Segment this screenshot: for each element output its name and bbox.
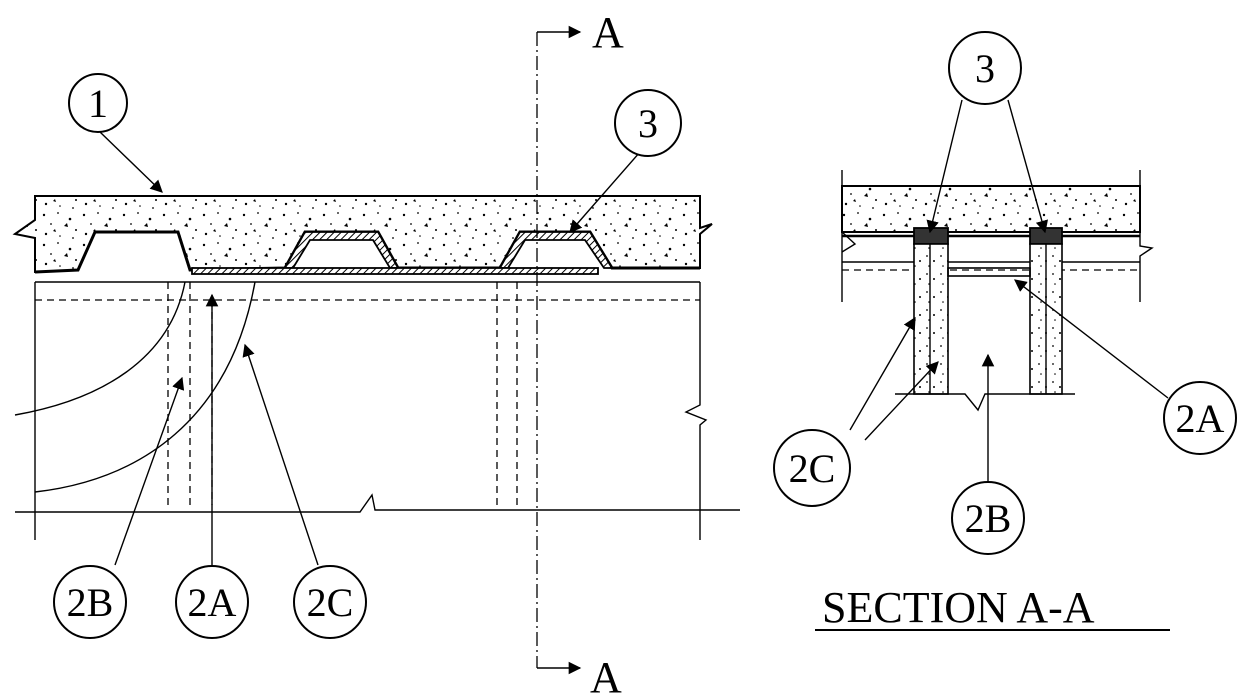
svg-text:2C: 2C <box>307 580 354 625</box>
top-track-section <box>947 267 1031 277</box>
elevation-view: A A 1 3 2B 2A 2C <box>12 8 740 700</box>
callout-3-left: 3 <box>614 89 682 157</box>
svg-text:3: 3 <box>638 101 658 146</box>
callout-2b-right: 2B <box>951 481 1025 555</box>
svg-text:1: 1 <box>88 81 108 126</box>
flute-filler-2 <box>283 231 400 269</box>
svg-text:2A: 2A <box>1176 396 1225 441</box>
callout-2c-left: 2C <box>293 565 367 639</box>
callout-2a-right: 2A <box>1163 381 1237 455</box>
callout-2a-left: 2A <box>175 565 249 639</box>
top-track <box>191 267 599 275</box>
wall-boundary-curve-2 <box>34 281 256 493</box>
section-title: SECTION A-A <box>822 583 1095 632</box>
section-view: 3 2C 2A 2B SECTION A-A <box>773 31 1237 632</box>
callout-1: 1 <box>68 73 128 133</box>
callout-2c-right: 2C <box>773 429 851 507</box>
callout-2b-left: 2B <box>53 565 127 639</box>
svg-text:2C: 2C <box>789 446 836 491</box>
svg-text:2A: 2A <box>188 580 237 625</box>
section-mark-bottom: A <box>590 653 622 700</box>
flute-seal-right <box>1029 227 1063 245</box>
section-concrete-slab <box>841 185 1141 233</box>
flute-filler-3 <box>498 231 614 269</box>
callout-3-right: 3 <box>948 31 1022 105</box>
section-mark-top: A <box>592 8 624 57</box>
gypsum-board-left <box>913 243 949 395</box>
svg-text:3: 3 <box>975 46 995 91</box>
svg-text:2B: 2B <box>965 496 1012 541</box>
wall-boundary-curve-1 <box>14 281 186 416</box>
svg-text:2B: 2B <box>67 580 114 625</box>
